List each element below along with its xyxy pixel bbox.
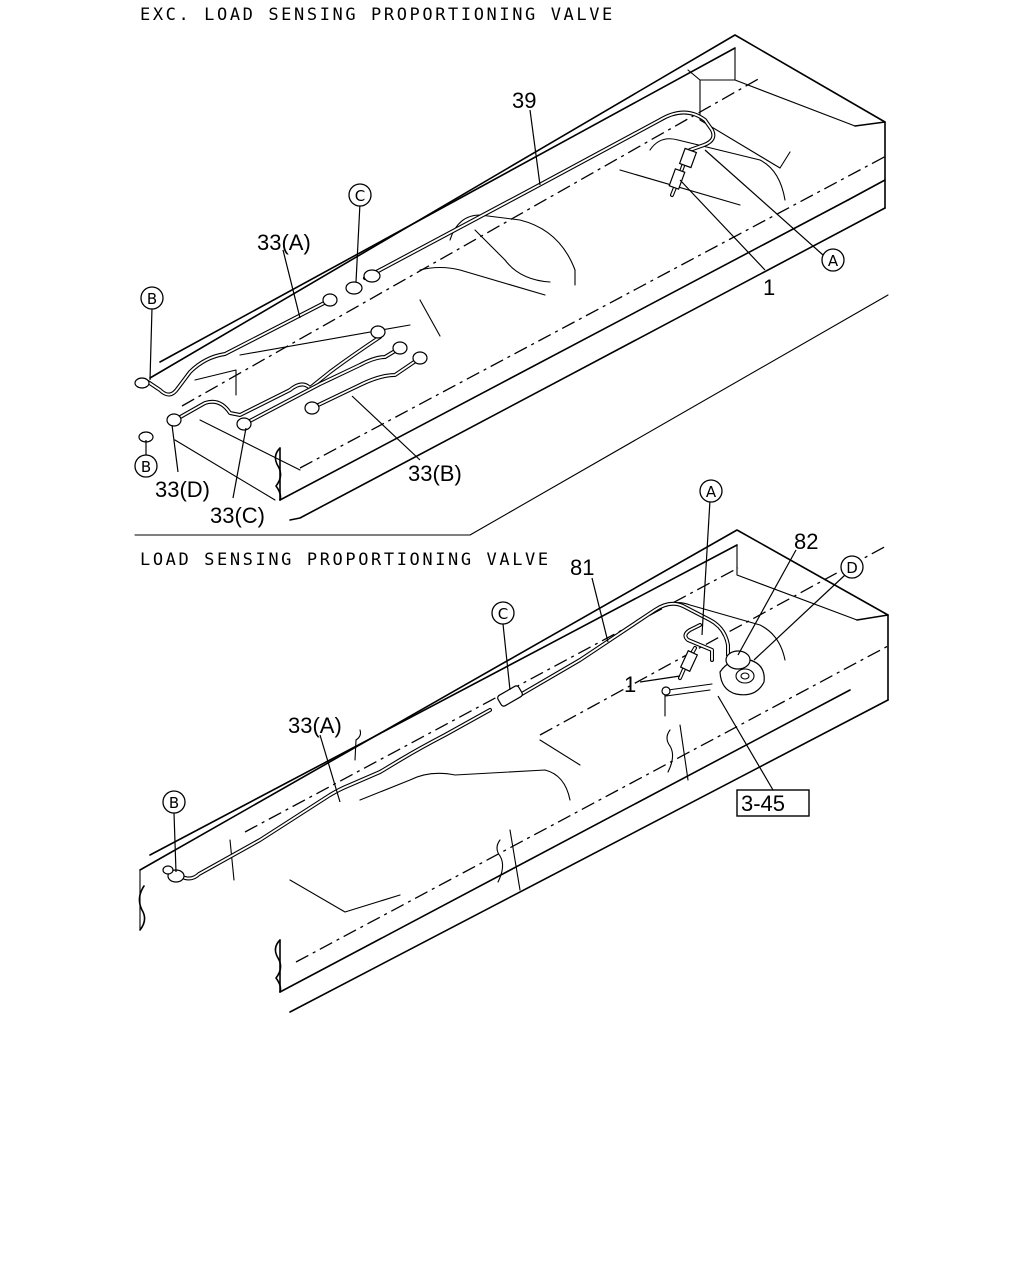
part-label-82: 82 bbox=[794, 529, 818, 554]
svg-text:C: C bbox=[355, 187, 365, 205]
bottom-leader-lines bbox=[173, 499, 846, 873]
top-callouts: A C B B bbox=[134, 183, 845, 478]
callout-c-top: C bbox=[348, 183, 372, 207]
proportioning-valve-assembly bbox=[661, 650, 765, 717]
callout-b-top-lower: B bbox=[134, 454, 158, 478]
svg-text:C: C bbox=[498, 605, 508, 623]
callout-a-bottom: A bbox=[699, 479, 723, 503]
callout-a-top: A bbox=[821, 248, 845, 272]
top-leader-lines bbox=[145, 109, 824, 499]
callout-b-bottom: B bbox=[162, 790, 186, 814]
bottom-callouts: A D C B bbox=[162, 479, 864, 814]
reference-label: 3-45 bbox=[741, 791, 785, 816]
part-label-39: 39 bbox=[512, 88, 536, 113]
svg-text:B: B bbox=[169, 794, 179, 812]
part-label-33d: 33(D) bbox=[155, 477, 210, 502]
part-label-33a: 33(A) bbox=[257, 230, 311, 255]
part-label-1: 1 bbox=[763, 275, 775, 300]
part-label-81: 81 bbox=[570, 555, 594, 580]
svg-text:D: D bbox=[846, 559, 858, 577]
callout-b-top-upper: B bbox=[140, 286, 164, 310]
bottom-brake-pipes bbox=[162, 601, 730, 883]
top-section-title: EXC. LOAD SENSING PROPORTIONING VALVE bbox=[140, 5, 615, 25]
callout-c-bottom: C bbox=[491, 601, 515, 625]
bottom-section-title: LOAD SENSING PROPORTIONING VALVE bbox=[140, 550, 551, 570]
part-label-1-bottom: 1 bbox=[624, 672, 636, 697]
svg-text:B: B bbox=[141, 458, 151, 476]
top-part-labels: EXC. LOAD SENSING PROPORTIONING VALVE 39… bbox=[140, 5, 775, 528]
part-label-33b: 33(B) bbox=[408, 461, 462, 486]
callout-d-bottom: D bbox=[840, 555, 864, 579]
part-label-33c: 33(C) bbox=[210, 503, 265, 528]
svg-text:A: A bbox=[706, 483, 717, 501]
bottom-frame-drawing bbox=[138, 529, 889, 1013]
svg-text:B: B bbox=[147, 290, 157, 308]
reference-box-3-45[interactable]: 3-45 bbox=[736, 789, 810, 817]
part-label-33a-bottom: 33(A) bbox=[288, 713, 342, 738]
top-frame-drawing bbox=[134, 34, 889, 536]
svg-text:A: A bbox=[828, 252, 839, 270]
bottom-part-labels: LOAD SENSING PROPORTIONING VALVE 81 82 1… bbox=[140, 529, 818, 817]
top-brake-pipes bbox=[134, 110, 716, 443]
